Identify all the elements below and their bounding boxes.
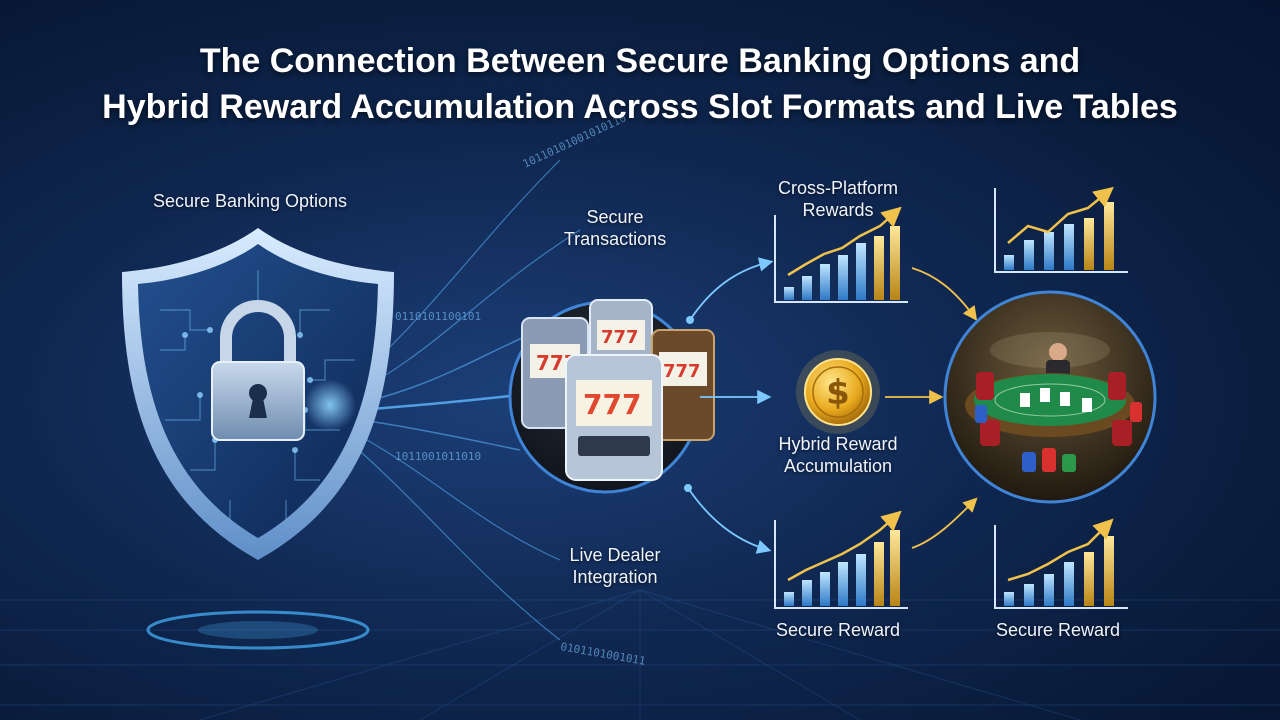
label-secure-banking: Secure Banking Options bbox=[152, 191, 348, 211]
title-line-1: The Connection Between Secure Banking Op… bbox=[199, 42, 1081, 80]
growth-chart-secure-reward-2 bbox=[994, 518, 1128, 609]
dollar-coin-icon: $ bbox=[796, 350, 880, 434]
label-cross-platform-line-2: Rewards bbox=[802, 200, 874, 220]
label-secure-reward-1: Secure Reward bbox=[775, 620, 901, 640]
label-cross-platform: Cross-Platform Rewards bbox=[758, 177, 918, 221]
binary-string-2: 0110101100101 bbox=[395, 310, 481, 323]
label-secure-transactions-line-1: Secure bbox=[586, 207, 644, 227]
svg-text:777: 777 bbox=[583, 388, 641, 421]
label-secure-transactions-line-2: Transactions bbox=[563, 229, 667, 249]
growth-chart-top-right bbox=[994, 186, 1128, 273]
label-hybrid-reward-line-1: Hybrid Reward bbox=[778, 434, 898, 454]
title-line-2: Hybrid Reward Accumulation Across Slot F… bbox=[102, 88, 1178, 126]
label-live-dealer-line-1: Live Dealer bbox=[569, 545, 661, 565]
svg-text:777: 777 bbox=[601, 327, 639, 348]
reward-arrows bbox=[885, 267, 978, 549]
binary-string-4: 0101101001011 bbox=[559, 640, 646, 668]
label-secure-reward-2: Secure Reward bbox=[995, 620, 1121, 640]
label-hybrid-reward-line-2: Accumulation bbox=[783, 456, 893, 476]
label-secure-transactions: Secure Transactions bbox=[540, 206, 690, 250]
binary-string-3: 1011001011010 bbox=[395, 450, 481, 463]
svg-text:$: $ bbox=[826, 373, 850, 413]
node-dot-1 bbox=[686, 316, 694, 324]
node-dot-2 bbox=[684, 484, 692, 492]
label-live-dealer: Live Dealer Integration bbox=[540, 544, 690, 588]
svg-text:777: 777 bbox=[663, 361, 701, 382]
label-hybrid-reward: Hybrid Reward Accumulation bbox=[758, 433, 918, 477]
slot-machines-icon: 777 777 777 777 bbox=[508, 299, 715, 494]
flow-arrows bbox=[687, 257, 774, 554]
page-title: The Connection Between Secure Banking Op… bbox=[0, 38, 1280, 130]
label-live-dealer-line-2: Integration bbox=[572, 567, 658, 587]
label-cross-platform-line-1: Cross-Platform bbox=[777, 178, 898, 198]
shield-base-glow bbox=[146, 610, 370, 650]
live-table-icon bbox=[943, 290, 1157, 504]
growth-chart-secure-reward-1 bbox=[774, 510, 908, 609]
growth-chart-cross-platform bbox=[774, 206, 908, 303]
shield-base-core bbox=[198, 621, 318, 639]
shield-lock-icon bbox=[122, 228, 394, 560]
